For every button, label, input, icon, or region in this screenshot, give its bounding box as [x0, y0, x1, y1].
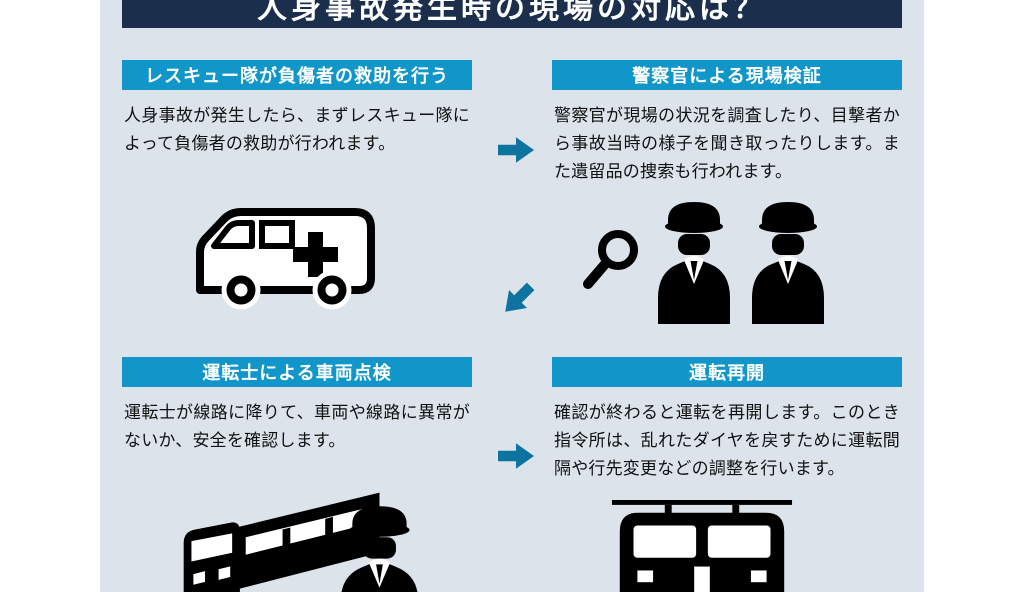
flow-arrow-bottom-right-icon: [498, 443, 534, 469]
section-vehicle-check-header-label: 運転士による車両点検: [202, 363, 392, 384]
content-area: 人身事故発生時の現場の対応は？ レスキュー隊が負傷者の救助を行う 人身事故が発生…: [100, 0, 924, 592]
section-rescue-header: レスキュー隊が負傷者の救助を行う: [122, 60, 472, 90]
flow-arrow-top-right-icon: [498, 137, 534, 163]
section-police-body: 警察官が現場の状況を調査したり、目撃者から事故当時の様子を聞き取ったりします。ま…: [554, 106, 900, 183]
section-police-inspection: 警察官による現場検証 警察官が現場の状況を調査したり、目撃者から事故当時の様子を…: [552, 60, 902, 360]
section-vehicle-check-body: 運転士が線路に降りて、車両や線路に異常がないか、安全を確認します。: [124, 403, 470, 452]
train-front-icon: [610, 500, 794, 592]
ambulance-icon: [178, 190, 390, 326]
train-and-driver-icon: [174, 477, 426, 592]
section-police-header: 警察官による現場検証: [552, 60, 902, 90]
section-resume-header-label: 運転再開: [689, 363, 765, 384]
title-banner: 人身事故発生時の現場の対応は？: [122, 0, 902, 28]
section-rescue-header-label: レスキュー隊が負傷者の救助を行う: [145, 66, 449, 87]
flow-arrow-down-left-icon: [496, 277, 540, 321]
section-vehicle-check: 運転士による車両点検 運転士が線路に降りて、車両や線路に異常がないか、安全を確認…: [122, 357, 472, 592]
magnifier-icon: [583, 230, 638, 289]
page-title: 人身事故発生時の現場の対応は？: [257, 0, 767, 26]
perspective-train-icon: [183, 492, 380, 592]
section-resume-operation: 運転再開 確認が終わると運転を再開します。このとき指令所は、乱れたダイヤを戻すた…: [552, 357, 902, 592]
section-vehicle-check-header: 運転士による車両点検: [122, 357, 472, 387]
section-resume-body: 確認が終わると運転を再開します。このとき指令所は、乱れたダイヤを戻すために運転間…: [554, 403, 900, 480]
section-rescue-body: 人身事故が発生したら、まずレスキュー隊によって負傷者の救助が行われます。: [124, 106, 470, 155]
police-officers-with-magnifier-icon: [578, 198, 828, 328]
driver-icon: [341, 506, 418, 592]
section-rescue: レスキュー隊が負傷者の救助を行う 人身事故が発生したら、まずレスキュー隊によって…: [122, 60, 472, 360]
section-resume-header: 運転再開: [552, 357, 902, 387]
section-police-header-label: 警察官による現場検証: [632, 66, 822, 87]
